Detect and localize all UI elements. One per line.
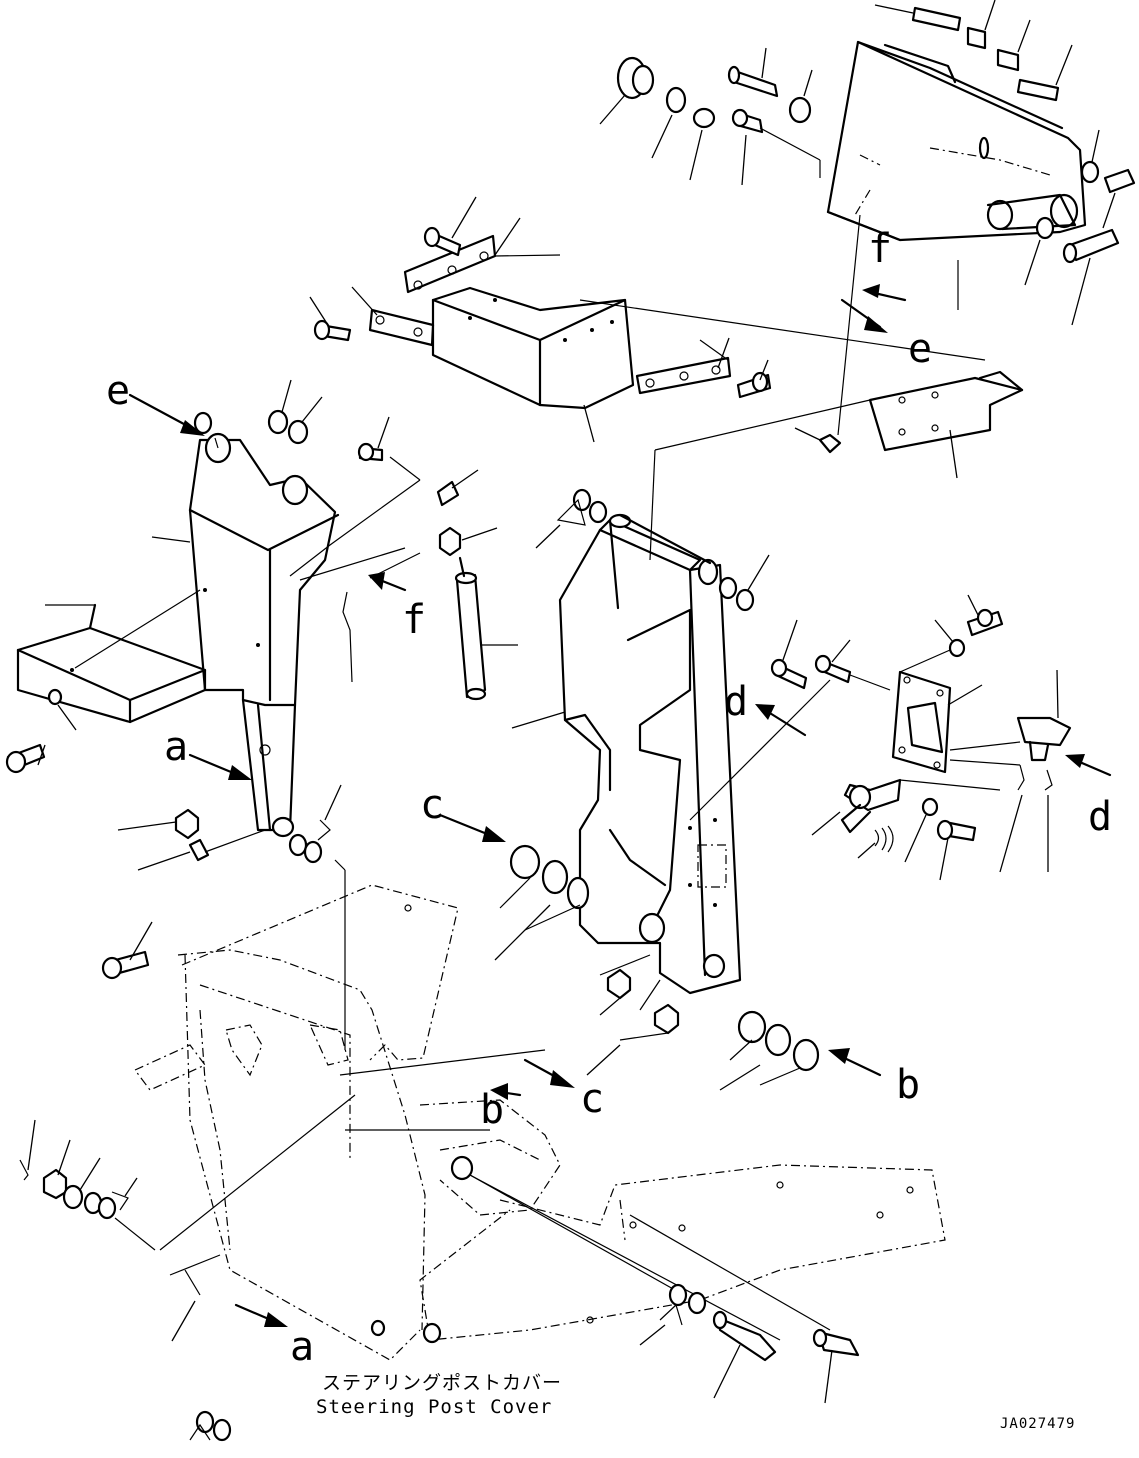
view-letter-d-right: d	[1088, 794, 1112, 840]
caption-english: Steering Post Cover	[316, 1396, 552, 1418]
view-arrows	[128, 284, 1112, 1327]
view-letter-c-lower: c	[580, 1076, 604, 1122]
view-labels: e f a c d d b c b a f e	[106, 226, 1112, 1370]
housing-hardware	[494, 488, 820, 1091]
pedal-bracket	[689, 594, 1072, 881]
post-lower-hardware	[117, 784, 346, 1050]
column-housing	[511, 449, 742, 995]
view-letter-b-right: b	[896, 1062, 920, 1108]
view-letter-f-left: f	[402, 597, 426, 643]
view-letter-e-left: e	[106, 368, 130, 414]
view-letter-f-top: f	[868, 226, 892, 272]
bracket-plate	[579, 214, 1024, 479]
view-letter-c-left: c	[420, 782, 444, 828]
view-letter-d-left: d	[724, 679, 748, 725]
curved-shroud	[309, 196, 772, 443]
upper-hardware	[599, 0, 1136, 326]
view-letter-e-top: e	[908, 326, 932, 372]
drawing-code: JA027479	[1000, 1416, 1075, 1432]
steering-post-upper	[151, 432, 340, 838]
upper-console-panel	[826, 40, 1087, 242]
caption-japanese: ステアリングポストカバー	[322, 1372, 562, 1394]
view-letter-a-upper: a	[164, 724, 188, 770]
base-frame	[134, 884, 946, 1361]
view-letter-a-lower: a	[290, 1324, 314, 1370]
post-upper-hardware	[267, 379, 518, 701]
side-tray	[5, 589, 207, 774]
base-hardware	[19, 411, 860, 1442]
view-letter-b-lower: b	[480, 1087, 504, 1133]
